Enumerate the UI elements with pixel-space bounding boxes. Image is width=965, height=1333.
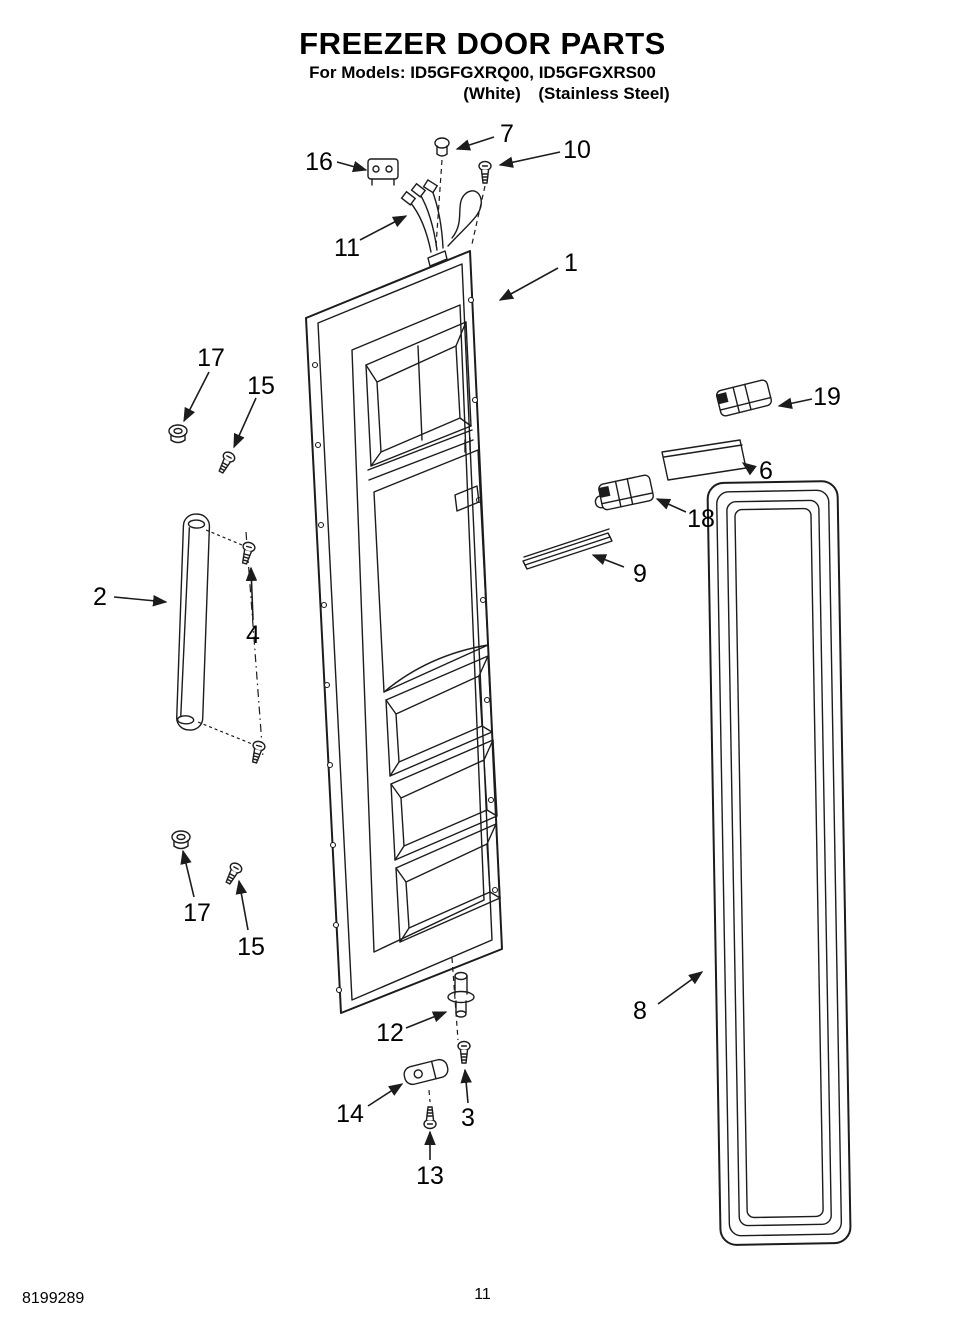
grommet-part-17-upper [168,424,188,444]
callout-7: 7 [500,120,514,148]
callout-10: 10 [563,136,591,164]
callout-8: 8 [633,997,647,1025]
callout-19: 19 [813,383,841,411]
page-number: 11 [474,1286,491,1303]
plate-part-6 [661,439,747,481]
callout-15-lower: 15 [237,933,265,961]
screw-part-15-upper [215,449,238,476]
wiring-harness-part-11 [400,178,482,253]
grommet-part-17-lower [171,830,191,850]
bottom-hinge-pin-part-12 [447,957,475,1041]
door-lower-pockets [385,655,501,943]
callout-12: 12 [376,1019,404,1047]
callout-6: 6 [759,457,773,485]
door-gasket-part-8 [706,480,852,1246]
screw-part-10 [471,160,492,245]
door-handle-part-2 [176,513,253,745]
callout-17-lower: 17 [183,899,211,927]
callout-13: 13 [416,1162,444,1190]
trim-strip-part-9 [522,528,613,570]
callout-18: 18 [687,505,715,533]
freezer-door [305,250,503,1014]
callout-9: 9 [633,560,647,588]
callout-15-upper: 15 [247,372,275,400]
document-number: 8199289 [22,1290,85,1307]
door-middle-recess [373,437,489,693]
screw-part-15-lower [222,860,245,887]
screw-part-13 [423,1089,437,1130]
bracket-part-14 [403,1058,449,1086]
page-title: FREEZER DOOR PARTS [299,26,666,61]
door-screw-holes [311,296,499,994]
callout-arrows [113,136,813,1160]
callout-14: 14 [336,1100,364,1128]
callout-1: 1 [564,249,578,277]
end-cap-part-18 [594,474,654,511]
callout-17-upper: 17 [197,344,225,372]
door-top-pocket [365,321,474,481]
callout-4: 4 [246,621,260,649]
callout-16: 16 [305,148,333,176]
end-cap-part-19 [715,379,773,417]
callout-2: 2 [93,583,107,611]
callout-3: 3 [461,1104,475,1132]
models-line: For Models: ID5GFGXRQ00, ID5GFGXRS00 [309,63,656,82]
callout-labels: 7 10 16 11 1 17 15 19 6 18 9 2 4 17 15 1… [93,120,841,1190]
finish-white-label: (White) [463,84,521,103]
screw-part-3 [457,1040,471,1064]
connector-block-part-16 [367,158,399,186]
finish-steel-label: (Stainless Steel) [538,84,670,103]
callout-11: 11 [334,234,360,262]
